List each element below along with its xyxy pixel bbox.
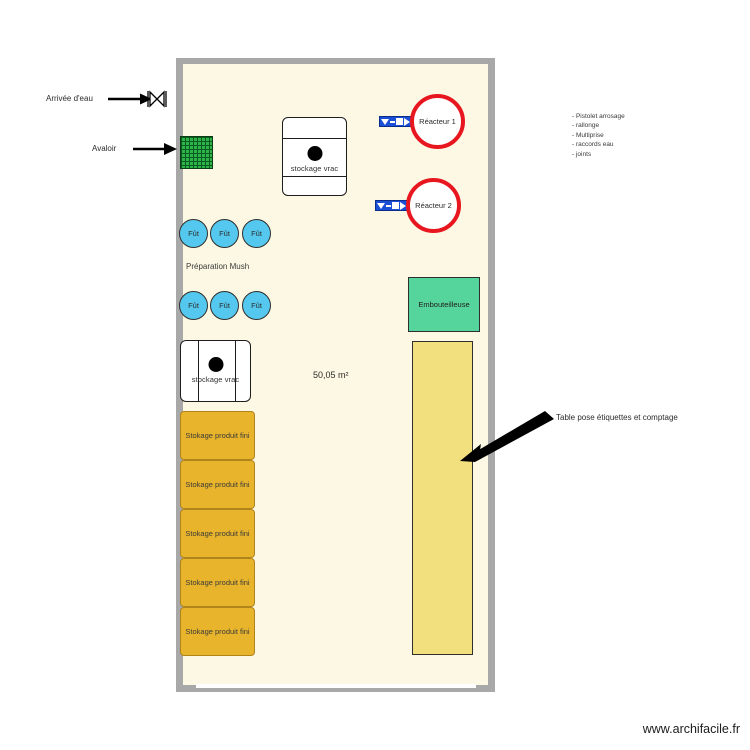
bottling-machine-label: Embouteilleuse — [418, 300, 470, 309]
reactor-1[interactable]: Réacteur 1 — [410, 94, 465, 149]
preparation-area-label: Préparation Mush — [186, 262, 250, 271]
divider-line — [283, 176, 346, 177]
note-item: - raccords eau — [572, 141, 614, 149]
room-area-label: 50,05 m² — [313, 370, 349, 380]
water-inlet-label: Arrivée d'eau — [46, 94, 93, 103]
finished-storage-2[interactable]: Stokage produit fini — [180, 460, 255, 509]
note-item: - rallonge — [572, 122, 600, 130]
barrel-4[interactable]: Fût — [179, 291, 208, 320]
door-symbol-1[interactable] — [379, 116, 412, 127]
barrel-label: Fût — [188, 301, 199, 310]
finished-storage-3[interactable]: Stokage produit fini — [180, 509, 255, 558]
drain-arrow — [133, 143, 177, 155]
reactor-label: Réacteur 2 — [415, 201, 452, 210]
notes-list: - Pistolet arrosage - rallonge - Multipr… — [572, 112, 625, 159]
labelling-table-annotation: Table pose étiquettes et comptage — [556, 413, 678, 422]
square-icon — [396, 118, 403, 125]
center-dot — [208, 357, 223, 372]
note-item: - joints — [572, 150, 592, 158]
valve-icon — [147, 90, 167, 108]
finished-storage-4[interactable]: Stokage produit fini — [180, 558, 255, 607]
finished-storage-label: Stokage produit fini — [185, 431, 250, 440]
bar-icon — [390, 120, 395, 123]
bulk-storage-top[interactable]: stockage vrac — [282, 117, 347, 196]
reactor-label: Réacteur 1 — [419, 117, 456, 126]
labelling-table[interactable] — [412, 341, 473, 655]
barrel-5[interactable]: Fût — [210, 291, 239, 320]
bulk-storage-bottom-label: stockage vrac — [191, 375, 240, 384]
finished-storage-label: Stokage produit fini — [185, 529, 250, 538]
drain-label: Avaloir — [92, 144, 117, 153]
divider-line — [198, 341, 199, 401]
finished-storage-label: Stokage produit fini — [185, 627, 250, 636]
center-dot — [307, 146, 322, 161]
square-icon — [392, 202, 399, 209]
water-inlet-arrow — [108, 93, 152, 105]
barrel-label: Fût — [219, 301, 230, 310]
barrel-6[interactable]: Fût — [242, 291, 271, 320]
reactor-2[interactable]: Réacteur 2 — [406, 178, 461, 233]
barrel-1[interactable]: Fût — [179, 219, 208, 248]
finished-storage-5[interactable]: Stokage produit fini — [180, 607, 255, 656]
triangle-right-icon — [400, 201, 406, 210]
triangle-down-icon — [377, 202, 385, 209]
divider-line — [235, 341, 236, 401]
note-item: - Multiprise — [572, 131, 604, 139]
divider-line — [283, 138, 346, 139]
barrel-2[interactable]: Fût — [210, 219, 239, 248]
wall-opening — [196, 684, 476, 688]
barrel-label: Fût — [188, 229, 199, 238]
drain-grid-icon[interactable] — [180, 136, 213, 169]
triangle-right-icon — [404, 117, 410, 126]
bulk-storage-top-label: stockage vrac — [290, 164, 339, 173]
barrel-3[interactable]: Fût — [242, 219, 271, 248]
barrel-label: Fût — [251, 301, 262, 310]
triangle-down-icon — [381, 118, 389, 125]
bulk-storage-bottom[interactable]: stockage vrac — [180, 340, 251, 402]
bottling-machine[interactable]: Embouteilleuse — [408, 277, 480, 332]
barrel-label: Fût — [219, 229, 230, 238]
site-watermark: www.archifacile.fr — [642, 722, 740, 736]
note-item: - Pistolet arrosage — [572, 113, 625, 120]
finished-storage-label: Stokage produit fini — [185, 480, 250, 489]
door-symbol-2[interactable] — [375, 200, 408, 211]
bar-icon — [386, 204, 391, 207]
finished-storage-label: Stokage produit fini — [185, 578, 250, 587]
barrel-label: Fût — [251, 229, 262, 238]
finished-storage-1[interactable]: Stokage produit fini — [180, 411, 255, 460]
